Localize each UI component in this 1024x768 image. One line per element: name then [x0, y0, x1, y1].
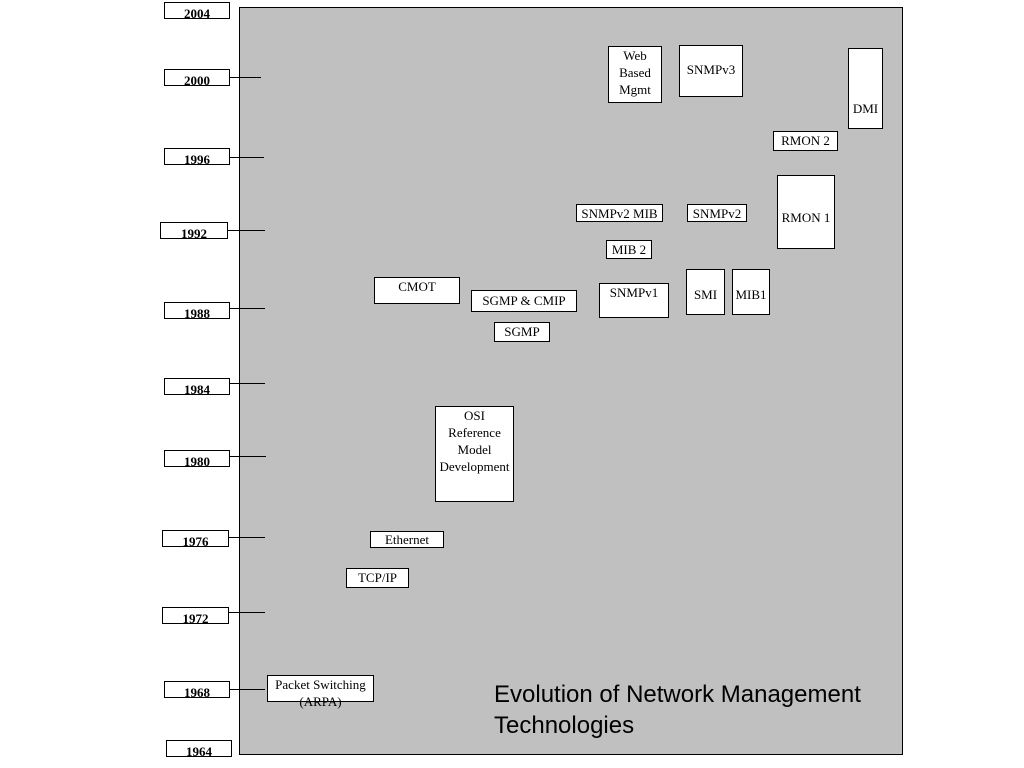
box-sgmp-label: SGMP: [504, 324, 540, 339]
box-cmot-label: CMOT: [398, 279, 436, 294]
year-label-1996: 1996: [164, 148, 230, 167]
box-tcpip: TCP/IP: [346, 568, 409, 588]
box-rmon1: RMON 1: [777, 175, 835, 249]
diagram-title-line2: Technologies: [494, 712, 635, 739]
box-snmpv2-label: SNMPv2: [692, 206, 742, 221]
box-snmpv2: SNMPv2: [687, 204, 747, 222]
box-mib2: MIB 2: [606, 240, 652, 259]
box-snmpv2-mib: SNMPv2 MIB: [576, 204, 663, 222]
box-web-mgmt-line3: Mgmt: [619, 82, 651, 97]
tick-1988: [230, 308, 265, 309]
box-web-mgmt-line1: Web: [623, 48, 647, 63]
box-osi-line1: OSI: [464, 408, 485, 423]
box-osi: OSI Reference Model Development: [435, 406, 514, 502]
box-dmi: DMI: [848, 48, 883, 129]
box-snmpv1-label: SNMPv1: [609, 285, 659, 300]
box-smi: SMI: [686, 269, 725, 315]
year-label-1980: 1980: [164, 450, 230, 469]
box-mib1-label: MIB1: [735, 287, 767, 302]
box-packet-switching: Packet Switching (ARPA): [267, 675, 374, 709]
year-label-1968: 1968: [164, 681, 230, 700]
year-label-2000: 2000: [164, 69, 230, 88]
box-web-mgmt-line2: Based: [619, 65, 651, 80]
box-osi-line3: Model: [457, 442, 492, 457]
year-label-1964: 1964: [166, 740, 232, 759]
tick-1972: [229, 612, 265, 613]
box-web-mgmt: Web Based Mgmt: [608, 46, 662, 103]
tick-2000: [230, 77, 261, 78]
year-label-1988: 1988: [164, 302, 230, 321]
tick-1992: [228, 230, 265, 231]
tick-1976: [229, 537, 265, 538]
box-mib2-label: MIB 2: [611, 242, 647, 257]
year-label-1972: 1972: [162, 607, 229, 626]
box-rmon1-label: RMON 1: [781, 210, 831, 225]
year-label-2004: 2004: [164, 2, 230, 21]
box-snmpv2-mib-label: SNMPv2 MIB: [581, 206, 658, 221]
timeline-panel: [239, 7, 903, 755]
year-label-1984: 1984: [164, 378, 230, 397]
diagram-title-line1: Evolution of Network Management: [494, 681, 861, 708]
box-sgmp-cmip-label: SGMP & CMIP: [482, 293, 566, 308]
box-snmpv1: SNMPv1: [599, 283, 669, 318]
box-rmon2-label: RMON 2: [781, 133, 830, 148]
box-packet-switching-line1: Packet Switching: [275, 677, 366, 692]
box-sgmp-cmip: SGMP & CMIP: [471, 290, 577, 312]
box-dmi-label: DMI: [852, 101, 879, 116]
tick-1980: [230, 456, 266, 457]
year-label-1992: 1992: [160, 222, 228, 241]
box-tcpip-label: TCP/IP: [357, 570, 397, 585]
box-packet-switching-line2: (ARPA): [299, 694, 342, 709]
box-mib1: MIB1: [732, 269, 770, 315]
box-smi-label: SMI: [693, 287, 718, 302]
box-snmpv3: SNMPv3: [679, 45, 743, 97]
box-cmot: CMOT: [374, 277, 460, 304]
box-snmpv3-label: SNMPv3: [686, 62, 736, 77]
tick-1984: [230, 383, 265, 384]
year-label-1976: 1976: [162, 530, 229, 549]
box-osi-line2: Reference: [448, 425, 501, 440]
tick-1996: [230, 157, 264, 158]
tick-1968: [230, 689, 265, 690]
box-sgmp: SGMP: [494, 322, 550, 342]
box-ethernet-label: Ethernet: [384, 532, 430, 547]
diagram-title: Evolution of Network Management Technolo…: [494, 679, 914, 741]
box-ethernet: Ethernet: [370, 531, 444, 548]
box-rmon2: RMON 2: [773, 131, 838, 151]
box-osi-line4: Development: [439, 459, 510, 474]
